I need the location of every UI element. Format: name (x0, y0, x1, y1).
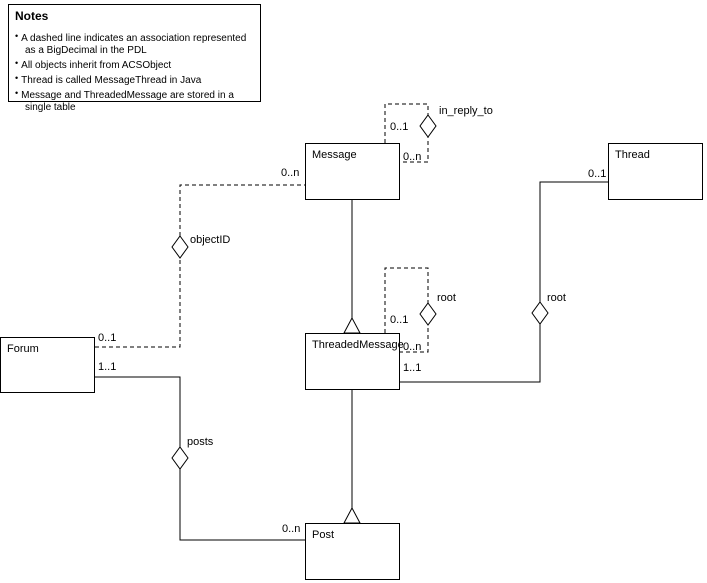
class-name-post: Post (312, 529, 335, 541)
connector-thread-threadedmessage (400, 181, 608, 383)
multiplicity-label: 0..1 (98, 332, 117, 344)
connector-forum-post (95, 376, 305, 541)
multiplicity-label: 0..n (403, 151, 422, 163)
class-box-threadedmessage: ThreadedMessage (305, 333, 404, 390)
note-text: Thread is called MessageThread in Java (21, 75, 202, 86)
note-text: A dashed line indicates an association r… (21, 33, 247, 56)
diamond-root-self (419, 302, 437, 326)
class-box-message: Message (305, 143, 400, 200)
diamond-in-reply-to (419, 114, 437, 138)
multiplicity-label: 0..1 (390, 121, 409, 133)
connector-threadedmessage-post (343, 390, 361, 524)
association-label-root-self: root (437, 292, 456, 304)
association-label-objectid: objectID (190, 234, 231, 246)
diamond-object-id (171, 235, 189, 259)
notes-box: Notes •A dashed line indicates an associ… (8, 4, 261, 113)
multiplicity-label: 0..n (282, 523, 301, 535)
multiplicity-label: 0..1 (390, 314, 409, 326)
class-box-forum: Forum (0, 337, 95, 393)
note-item: •Message and ThreadedMessage are stored … (15, 87, 254, 114)
bullet-icon: • (15, 73, 19, 83)
multiplicity-label: 1..1 (98, 361, 117, 373)
bullet-icon: • (15, 31, 19, 41)
diamond-posts (171, 446, 189, 470)
connector-forum-message (95, 184, 305, 348)
class-name-message: Message (312, 149, 357, 161)
generalization-triangle-threadedmessage (343, 316, 361, 334)
note-text: Message and ThreadedMessage are stored i… (21, 90, 234, 113)
note-text: All objects inherit from ACSObject (21, 60, 172, 71)
connector-message-threadedmessage (343, 200, 361, 334)
connector-message-self (384, 103, 437, 163)
association-label-root-thread: root (547, 292, 566, 304)
note-item: •A dashed line indicates an association … (15, 30, 254, 57)
class-box-thread: Thread (608, 143, 703, 200)
class-box-post: Post (305, 523, 400, 580)
class-name-thread: Thread (615, 149, 650, 161)
connector-threadedmessage-self (384, 267, 437, 353)
multiplicity-label: 1..1 (403, 362, 422, 374)
class-name-threadedmessage: ThreadedMessage (312, 339, 404, 351)
multiplicity-label: 0..1 (588, 168, 607, 180)
note-item: •All objects inherit from ACSObject (15, 57, 254, 72)
note-item: •Thread is called MessageThread in Java (15, 72, 254, 87)
class-name-forum: Forum (7, 343, 39, 355)
association-label-in-reply-to: in_reply_to (439, 105, 493, 117)
notes-title: Notes (15, 9, 49, 23)
diamond-root-thread (531, 301, 549, 325)
association-label-posts: posts (187, 436, 214, 448)
multiplicity-label: 0..n (281, 167, 300, 179)
bullet-icon: • (15, 88, 19, 98)
multiplicity-label: 0..n (403, 341, 422, 353)
generalization-triangle-post (343, 506, 361, 524)
bullet-icon: • (15, 58, 19, 68)
